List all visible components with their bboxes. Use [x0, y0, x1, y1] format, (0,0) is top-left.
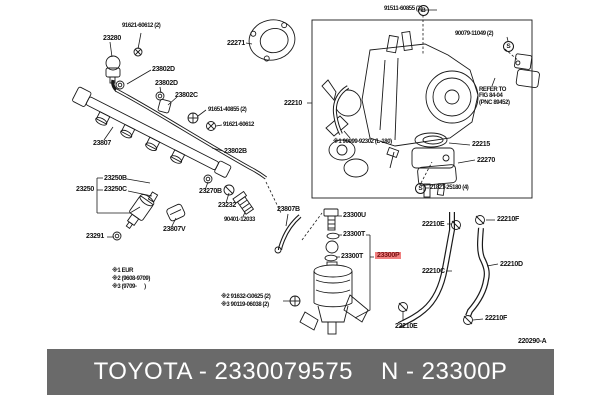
regulator-23280-drawing — [105, 55, 121, 84]
part-callout-22215[interactable]: 22215 — [472, 141, 490, 148]
part-callout-22210e[interactable]: 22210E — [422, 221, 445, 228]
insulator-23807v-drawing — [166, 203, 186, 222]
part-callout-23270b[interactable]: 23270B — [199, 188, 222, 195]
part-callout-23250c[interactable]: 23250C — [104, 186, 127, 193]
part-callout-90401-12033[interactable]: 90401-12033 — [224, 217, 255, 223]
part-callout-22210c[interactable]: 22210C — [422, 268, 445, 275]
circled-s-marker: S — [503, 41, 514, 52]
part-callout-90079-11049[interactable]: 90079-11049 (2) — [455, 31, 494, 37]
part-callout-91651-40855[interactable]: 91651-40855 (2) — [208, 107, 247, 113]
part-callout-23802b[interactable]: 23802B — [224, 148, 247, 155]
part-callout-23300t[interactable]: 23300T — [343, 231, 365, 238]
isc-valve-22270-drawing — [386, 146, 457, 198]
part-callout-23300p-highlighted[interactable]: 23300P — [375, 252, 402, 260]
leader-lines — [96, 9, 509, 321]
banner-short-number: N - 23300P — [381, 358, 508, 385]
part-callout-22271[interactable]: 22271 — [227, 40, 245, 47]
injector-23250-drawing — [125, 194, 155, 229]
part-number-banner: TOYOTA - 2330079575 N - 23300P — [47, 349, 554, 395]
part-callout-22210d[interactable]: 22210D — [500, 261, 523, 268]
gasket-22215-drawing — [414, 132, 448, 148]
part-callout-23250b[interactable]: 23250B — [104, 175, 127, 182]
union-bolt-90401-drawing — [232, 190, 255, 215]
part-callout-91621-60612[interactable]: 91621-60612 — [223, 122, 254, 128]
dashed-lines — [265, 15, 521, 241]
part-callout-91511-60855[interactable]: 91511-60855 (3) — [384, 6, 423, 12]
hose-23807b-drawing — [274, 214, 302, 254]
throttle-position-sensor-drawing — [514, 53, 540, 88]
banner-full-number: TOYOTA - 2330079575 — [93, 358, 354, 385]
hose-l180-drawing — [332, 85, 350, 135]
throttle-body-drawing — [321, 31, 479, 178]
part-callout-23232[interactable]: 23232 — [218, 202, 236, 209]
part-callout-23280[interactable]: 23280 — [103, 35, 121, 42]
part-callout-23250[interactable]: 23250 — [76, 186, 94, 193]
fuel-rail-23807-drawing — [72, 86, 232, 178]
circled-s-marker-2: S — [415, 183, 426, 194]
fuel-pipe-23802b-drawing — [111, 79, 268, 180]
part-callout-23802d-2[interactable]: 23802D — [155, 80, 178, 87]
note-91632-g0625: ※2 91632-G0625 (2) — [221, 294, 271, 300]
throttle-body-box — [311, 19, 533, 199]
part-callout-22210e-2[interactable]: 22210E — [395, 323, 418, 330]
note-9709-on: ※3 (9709- ) — [112, 284, 146, 290]
note-90119-06038: ※3 90119-06038 (2) — [221, 302, 269, 308]
part-callout-23807v[interactable]: 23807V — [163, 226, 186, 233]
part-callout-23300u[interactable]: 23300U — [343, 212, 366, 219]
part-callout-22210f[interactable]: 22210F — [497, 216, 519, 223]
part-callout-23807[interactable]: 23807 — [93, 140, 111, 147]
note-9608-9709: ※2 (9608-9709) — [112, 276, 150, 282]
part-callout-23802c[interactable]: 23802C — [175, 92, 198, 99]
part-callout-90999-92302[interactable]: ※1 90999-92302 (L-180) — [333, 139, 392, 145]
part-callout-23807b[interactable]: 23807B — [277, 206, 300, 213]
diagram-code-label: 220290-A — [518, 338, 547, 345]
part-callout-21821-25180[interactable]: 21821-25180 (4) — [430, 185, 469, 191]
part-callout-23291[interactable]: 23291 — [86, 233, 104, 240]
refer-to-note: REFER TO FIG 84-04 (PNC 89452) — [479, 87, 510, 106]
part-callout-23802d[interactable]: 23802D — [152, 66, 175, 73]
nut-and-union-icons — [115, 47, 235, 196]
part-callout-22270[interactable]: 22270 — [477, 157, 495, 164]
part-callout-22210[interactable]: 22210 — [284, 100, 302, 107]
note-eur: ※1 EUR — [112, 268, 134, 274]
part-callout-91621-60612-2[interactable]: 91621-60612 (2) — [122, 23, 161, 29]
part-callout-23300t-2[interactable]: 23300T — [341, 253, 363, 260]
fuel-filter-assembly-drawing — [299, 208, 369, 335]
grommet-23291-drawing — [112, 231, 122, 241]
fuel-hoses-right-drawing — [397, 212, 490, 328]
hose-clamp-icons — [398, 215, 485, 325]
gasket-22271-drawing — [248, 19, 296, 62]
part-callout-22210f-2[interactable]: 22210F — [485, 315, 507, 322]
circled-b-marker: B — [418, 5, 429, 16]
note-bolt-icon — [289, 295, 301, 307]
